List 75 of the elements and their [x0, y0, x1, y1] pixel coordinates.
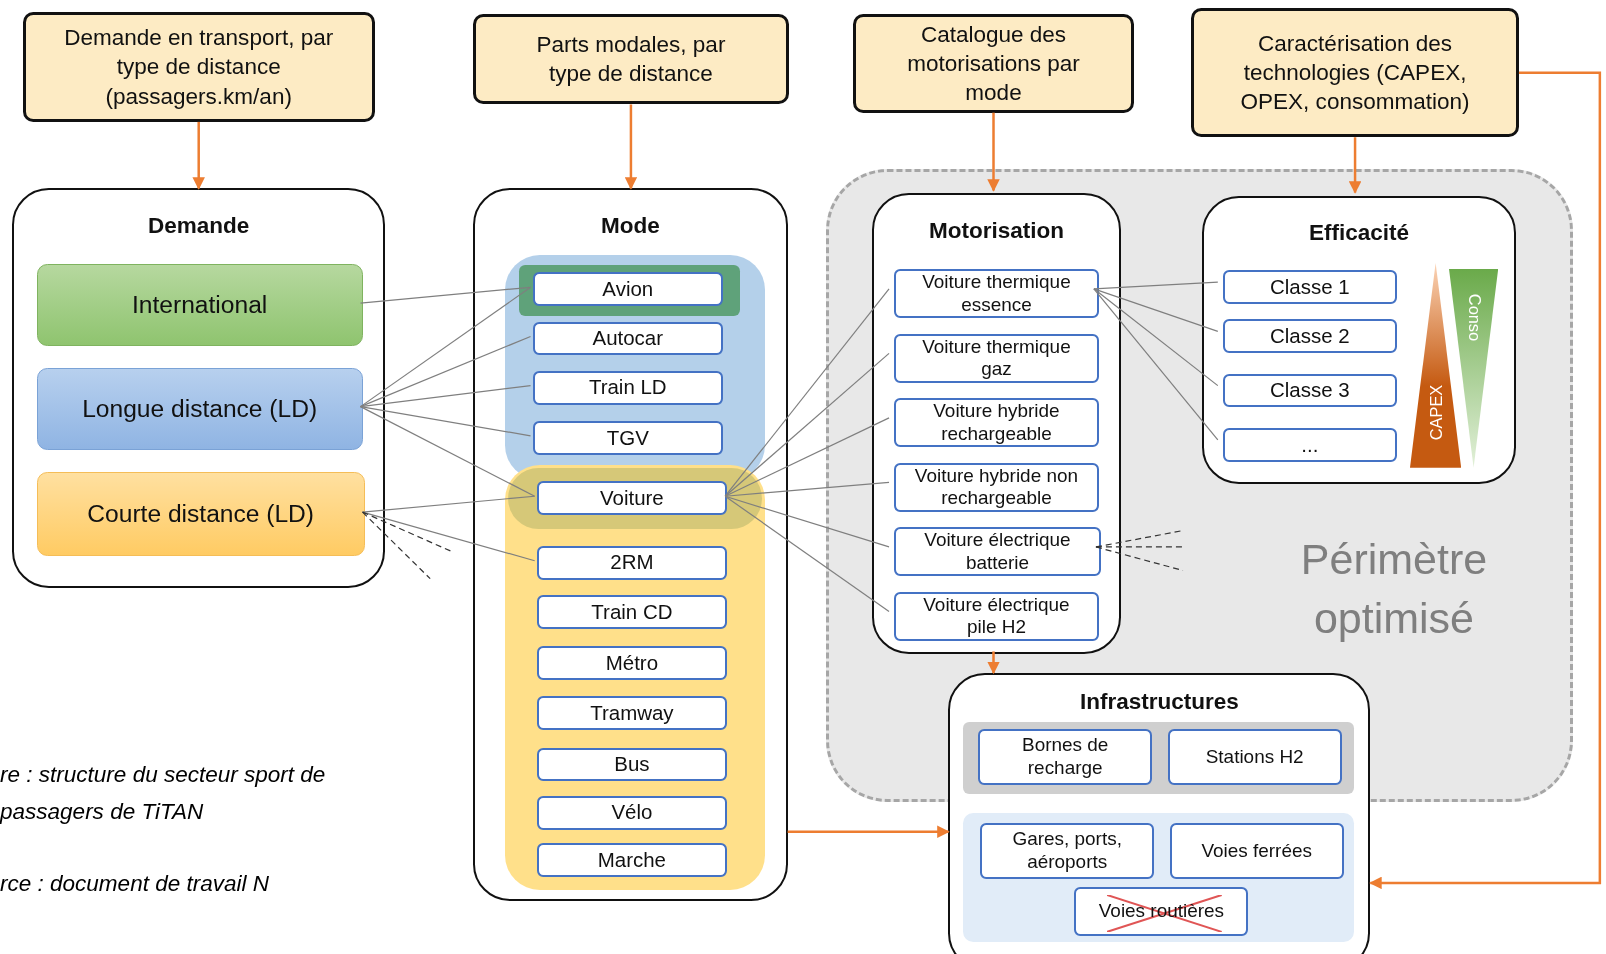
arrow — [987, 651, 1000, 675]
item-box: Voies ferrées — [1169, 823, 1344, 879]
item-box: Train LD — [532, 370, 724, 405]
group-box — [1202, 195, 1516, 485]
dashed-line — [1095, 546, 1184, 548]
group-box — [12, 188, 386, 588]
item-box: Classe 2 — [1222, 319, 1397, 354]
input-box: Catalogue des motorisations par mode — [853, 14, 1134, 113]
rising-triangle — [1410, 263, 1462, 468]
item-box: Classe 1 — [1222, 270, 1397, 305]
input-box: Demande en transport, par type de distance (passagers.km/an) — [22, 12, 375, 122]
item-box: Voiture thermique essence — [894, 269, 1099, 319]
connector-line — [359, 406, 536, 497]
dashed-line — [361, 511, 452, 552]
category-box: Courte distance (LD) — [36, 472, 365, 557]
triangle-label: Conso — [1464, 292, 1484, 344]
item-box: ... — [1222, 427, 1397, 462]
item-box: TGV — [532, 420, 724, 455]
connector-line — [361, 495, 536, 513]
group-box — [871, 193, 1122, 655]
arrow — [987, 112, 1000, 192]
group-title: Mode — [600, 213, 661, 239]
connector-line — [359, 406, 532, 437]
group-title: Motorisation — [927, 218, 1066, 244]
input-box: Caractérisation des technologies (CAPEX, OPEX, consommation) — [1191, 8, 1519, 138]
item-box: Tramway — [536, 696, 728, 731]
item-box: Voiture électrique batterie — [894, 527, 1101, 577]
connector-line — [1093, 281, 1219, 290]
connector-line — [1093, 288, 1219, 441]
item-box: Avion — [532, 272, 724, 307]
group-title: Demande — [147, 213, 251, 239]
category-box: Longue distance (LD) — [36, 367, 363, 450]
item-box: Voiture — [536, 481, 728, 516]
group-box — [473, 188, 788, 902]
item-box: Marche — [536, 842, 728, 877]
note-text: re : structure du secteur sport de passagers de TiTAN — [0, 760, 327, 827]
note-text: rce : document de travail N — [0, 870, 271, 899]
connector-line — [1093, 288, 1219, 387]
connector-line — [359, 335, 532, 408]
connector-line — [724, 495, 890, 548]
item-box: Voiture hybride non rechargeable — [894, 462, 1099, 512]
region-title: Périmètre optimisé — [1299, 534, 1489, 644]
arrow — [192, 121, 205, 190]
connector-line — [724, 495, 890, 613]
item-box: Voiture thermique gaz — [894, 333, 1099, 383]
connector-line — [724, 481, 890, 497]
category-box: International — [36, 264, 363, 347]
arrow — [1348, 137, 1362, 194]
falling-triangle — [1449, 269, 1499, 468]
triangle-label: CAPEX — [1426, 384, 1446, 443]
group-title: Infrastructures — [1078, 689, 1240, 716]
item-box: Voiture hybride rechargeable — [894, 398, 1099, 448]
item-box: Stations H2 — [1167, 729, 1342, 785]
item-box: Autocar — [532, 321, 724, 356]
item-box: Métro — [536, 646, 728, 681]
item-box: Classe 3 — [1222, 373, 1397, 408]
item-box: Bus — [536, 747, 728, 782]
group-title: Efficacité — [1308, 220, 1411, 247]
item-box: Gares, ports, aéroports — [980, 823, 1155, 879]
item-box: 2RM — [536, 545, 728, 580]
item-box: Train CD — [536, 595, 728, 629]
arrow — [1369, 71, 1602, 890]
item-box: Vélo — [536, 795, 728, 830]
item-box: Bornes de recharge — [978, 729, 1153, 785]
connector-line — [359, 286, 532, 304]
arrow — [624, 104, 638, 190]
connector-line — [359, 286, 532, 408]
input-box: Parts modales, par type de distance — [473, 14, 789, 105]
dashed-line — [361, 511, 431, 580]
connector-line — [724, 352, 890, 497]
connector-line — [724, 288, 890, 497]
connector-line — [724, 417, 890, 497]
arrow — [787, 825, 950, 838]
connector-line — [1093, 288, 1219, 332]
item-box: Voiture électrique pile H2 — [894, 591, 1099, 641]
